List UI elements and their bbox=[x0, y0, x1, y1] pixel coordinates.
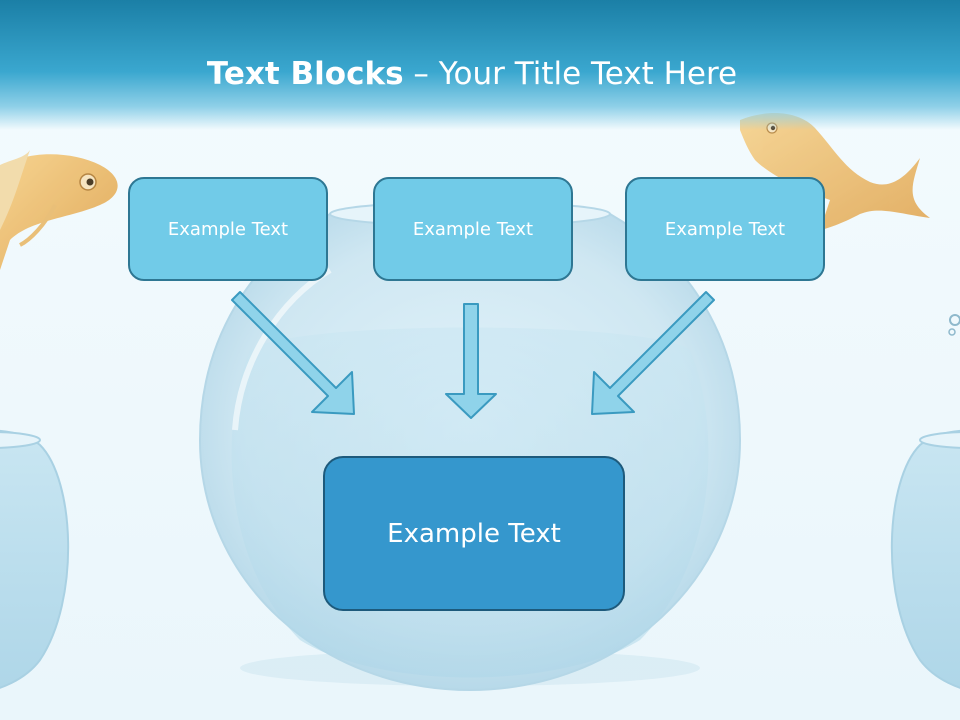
arrow-down-right-icon bbox=[231, 291, 355, 415]
text-block-2-label: Example Text bbox=[412, 218, 534, 240]
title-bold: Text Blocks bbox=[206, 56, 404, 92]
text-block-1-label: Example Text bbox=[167, 218, 289, 240]
fishbowl-icon bbox=[890, 314, 960, 689]
title-dash: – bbox=[403, 56, 439, 92]
text-block-3-label: Example Text bbox=[664, 218, 786, 240]
center-text-block-label: Example Text bbox=[387, 518, 561, 549]
text-block-3[interactable]: Example Text bbox=[625, 177, 825, 281]
goldfish-icon bbox=[0, 150, 118, 270]
fishbowl-icon bbox=[0, 429, 70, 689]
title-bar bbox=[0, 0, 960, 130]
text-block-1[interactable]: Example Text bbox=[128, 177, 328, 281]
slide-title: Text Blocks – Your Title Text Here bbox=[0, 52, 944, 96]
arrow-down-left-icon bbox=[591, 291, 715, 415]
center-text-block[interactable]: Example Text bbox=[323, 456, 625, 611]
text-block-2[interactable]: Example Text bbox=[373, 177, 573, 281]
title-rest: Your Title Text Here bbox=[438, 56, 738, 92]
arrow-down-icon bbox=[445, 303, 497, 419]
